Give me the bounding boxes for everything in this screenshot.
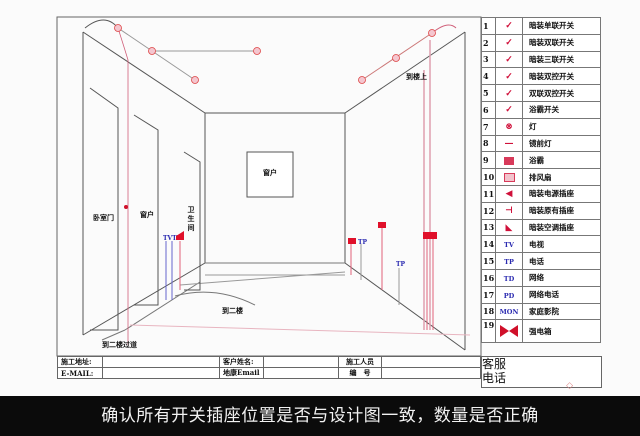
customer-name-value bbox=[263, 356, 339, 368]
label-to-upstairs: 到楼上 bbox=[406, 72, 427, 81]
legend-row: 11◀暗装电源插座 bbox=[481, 184, 601, 203]
label-window-left: 窗户 bbox=[140, 210, 154, 219]
legend-row: 2✓暗装双联开关 bbox=[481, 33, 601, 52]
label-to-second-floor: 到二楼 bbox=[222, 306, 243, 315]
phone-outlet-icon: TP bbox=[504, 258, 514, 267]
site-address-value bbox=[102, 356, 220, 368]
crew-value bbox=[381, 356, 481, 368]
company-email-value bbox=[263, 367, 339, 379]
ac-socket-icon: ◣ bbox=[505, 222, 513, 233]
ceiling-light-icon bbox=[114, 24, 436, 84]
tv-outlet-icon: TV bbox=[504, 241, 514, 250]
label-second-floor-passage: 到二楼过道 bbox=[102, 340, 137, 349]
drawing-sheet: TVTD TP TP 卧室门 窗户 卫生间 窗户 到楼上 到二楼 到二楼过道 1… bbox=[0, 0, 640, 396]
legend-row: 1✓暗装单联开关 bbox=[481, 17, 601, 35]
title-block: 施工地址: 客户姓名: 施工人员 E-MAIL: 地康Email 编 号 bbox=[57, 356, 481, 379]
light-icon: ⊗ bbox=[505, 122, 513, 133]
dual-control-switch-icon: ✓ bbox=[505, 71, 513, 82]
svg-text:TP: TP bbox=[396, 261, 405, 268]
legend-row: 12⊣暗装原有插座 bbox=[481, 201, 601, 220]
email-label: E-MAIL: bbox=[57, 367, 103, 379]
mirror-light-icon: — bbox=[504, 138, 514, 149]
label-window-center: 窗户 bbox=[263, 168, 277, 177]
svg-text:TP: TP bbox=[358, 239, 367, 246]
legend-row: 7⊗灯 bbox=[481, 117, 601, 136]
customer-service-value: ◇ bbox=[518, 356, 602, 391]
double-switch-icon: ✓ bbox=[505, 38, 513, 49]
network-outlet-icon: TD bbox=[503, 274, 515, 283]
stamp-icon: ◇ bbox=[566, 381, 573, 391]
double-dual-control-switch-icon: ✓ bbox=[505, 88, 513, 99]
triple-switch-icon: ✓ bbox=[505, 54, 513, 65]
caption-banner: 确认所有开关插座位置是否与设计图一致，数量是否正确 bbox=[101, 406, 539, 426]
symbol-legend: 1✓暗装单联开关 2✓暗装双联开关 3✓暗装三联开关 4✓暗装双控开关 5✓双联… bbox=[481, 17, 601, 344]
legend-row: 5✓双联双控开关 bbox=[481, 84, 601, 102]
single-switch-icon: ✓ bbox=[505, 21, 513, 32]
legend-row: 8—镜前灯 bbox=[481, 134, 601, 153]
room-perspective-drawing: TVTD TP TP bbox=[56, 16, 482, 357]
site-address-label: 施工地址: bbox=[57, 356, 103, 368]
customer-name-label: 客户姓名: bbox=[219, 356, 264, 368]
email-value bbox=[102, 367, 220, 379]
svg-text:TVTD: TVTD bbox=[163, 235, 182, 242]
distribution-box-icon bbox=[500, 325, 518, 338]
power-socket-icon: ◀ bbox=[505, 189, 513, 200]
customer-service-label: 客服 电话 bbox=[481, 356, 519, 388]
legend-row: 4✓暗装双控开关 bbox=[481, 67, 601, 86]
legend-row: 3✓暗装三联开关 bbox=[481, 50, 601, 69]
company-email-label: 地康Email bbox=[219, 367, 264, 379]
number-value bbox=[381, 367, 481, 379]
legend-row: 13◣暗装空调插座 bbox=[481, 218, 601, 237]
bath-heater-switch-icon: ✓ bbox=[505, 105, 513, 116]
legend-row: 6✓浴霸开关 bbox=[481, 100, 601, 119]
network-phone-outlet-icon: PD bbox=[503, 291, 515, 300]
existing-socket-icon: ⊣ bbox=[505, 206, 513, 217]
crew-label: 施工人员 bbox=[338, 356, 382, 368]
label-bathroom: 卫生间 bbox=[187, 205, 195, 232]
exhaust-fan-icon bbox=[503, 173, 515, 183]
number-label: 编 号 bbox=[338, 367, 382, 379]
bath-heater-icon bbox=[504, 157, 514, 166]
home-theater-icon: MON bbox=[499, 308, 519, 317]
label-bedroom-door: 卧室门 bbox=[93, 213, 114, 222]
